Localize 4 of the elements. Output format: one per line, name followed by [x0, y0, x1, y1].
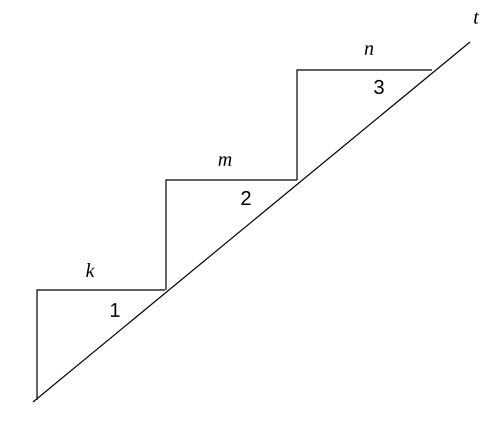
- side-label: k: [86, 263, 95, 277]
- side-label: n: [364, 45, 374, 55]
- line-label: t: [474, 12, 480, 24]
- side-label: m: [218, 156, 232, 166]
